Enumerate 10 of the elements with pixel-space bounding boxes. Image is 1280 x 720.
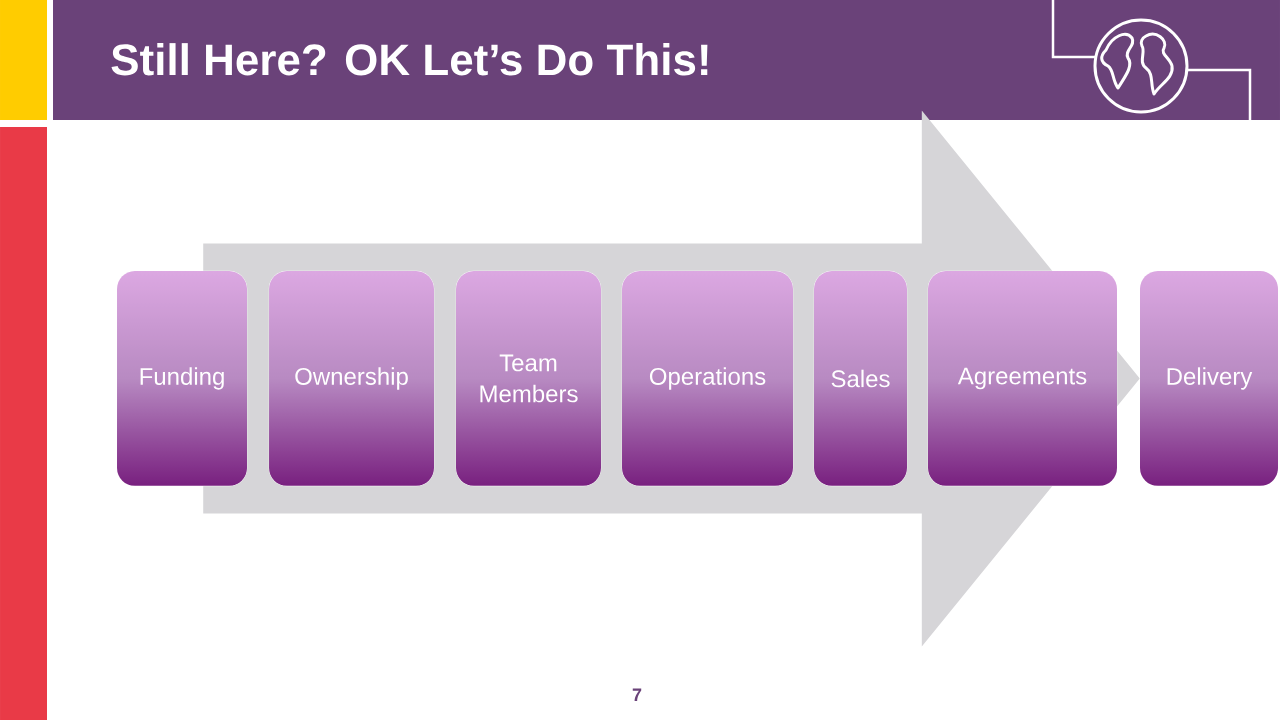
box-label: Team Members	[480, 354, 578, 403]
block-arrow	[203, 110, 1140, 647]
box-label: Sales	[831, 369, 890, 388]
box-label: Operations	[649, 367, 766, 390]
slide-title: Still Here? OK Let’s Do This!	[111, 43, 708, 76]
box-label: Ownership	[295, 367, 408, 390]
box-label: Funding	[140, 367, 224, 390]
box-label: Delivery	[1167, 367, 1253, 390]
box-label: Agreements	[957, 367, 1087, 390]
page-number: 7	[632, 688, 642, 701]
